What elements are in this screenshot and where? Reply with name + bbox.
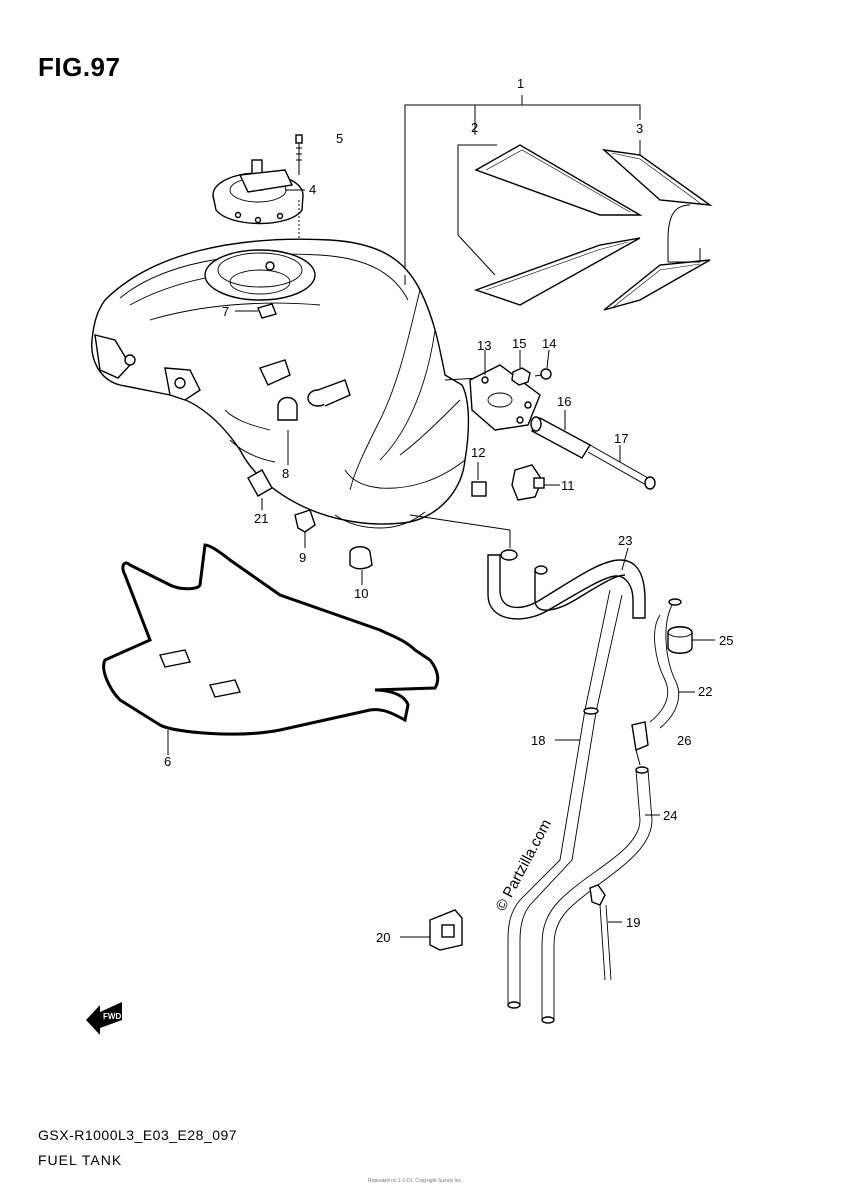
callout-1: 1 — [517, 76, 524, 91]
decal-set — [404, 95, 713, 311]
callout-14: 14 — [542, 336, 556, 351]
callout-9: 9 — [299, 550, 306, 565]
callout-18: 18 — [531, 733, 545, 748]
callout-6: 6 — [164, 754, 171, 769]
fuel-tank — [91, 238, 470, 529]
parts-19-20 — [400, 884, 622, 981]
fuel-pump-mount — [444, 349, 656, 490]
watermark: © Partzilla.com — [493, 817, 555, 914]
callout-24: 24 — [663, 808, 677, 823]
callout-2: 2 — [471, 120, 478, 135]
callout-25: 25 — [719, 633, 733, 648]
callout-16: 16 — [557, 394, 571, 409]
callout-13: 13 — [477, 338, 491, 353]
callout-22: 22 — [698, 684, 712, 699]
forward-arrow-icon: FWD — [86, 1002, 122, 1035]
callout-3: 3 — [636, 121, 643, 136]
callout-5: 5 — [336, 131, 343, 146]
callout-21: 21 — [254, 511, 268, 526]
hoses — [409, 514, 715, 1024]
decal-right-upper — [601, 148, 713, 206]
forward-arrow-label: FWD — [103, 1012, 121, 1021]
callout-8: 8 — [282, 466, 289, 481]
decal-left-lower — [473, 237, 641, 306]
tank-seal — [102, 543, 440, 755]
callout-20: 20 — [376, 930, 390, 945]
callout-11: 11 — [561, 478, 575, 493]
fuel-cap-assembly — [212, 134, 305, 275]
callout-17: 17 — [614, 431, 628, 446]
callout-26: 26 — [677, 733, 691, 748]
parts-11-12 — [471, 462, 560, 501]
callout-10: 10 — [354, 586, 368, 601]
callout-12: 12 — [471, 445, 485, 460]
decal-right-lower — [603, 259, 711, 311]
parts-21-8-9-10 — [247, 430, 373, 585]
model-code: GSX-R1000L3_E03_E28_097 — [38, 1127, 238, 1143]
section-name: FUEL TANK — [38, 1152, 123, 1168]
callout-15: 15 — [512, 336, 526, 351]
decal-left-upper — [474, 144, 643, 216]
figure-title: FIG.97 — [38, 52, 121, 82]
callout-7: 7 — [222, 304, 229, 319]
part-7 — [235, 303, 277, 319]
callout-4: 4 — [309, 182, 316, 197]
copyright-note: Repeated no 1-1-01. Copyright Suzuki Inc… — [368, 1178, 463, 1184]
callout-labels: 1 2 3 4 5 6 7 8 9 10 11 12 13 14 15 16 1… — [164, 76, 733, 945]
callout-23: 23 — [618, 533, 632, 548]
callout-19: 19 — [626, 915, 640, 930]
